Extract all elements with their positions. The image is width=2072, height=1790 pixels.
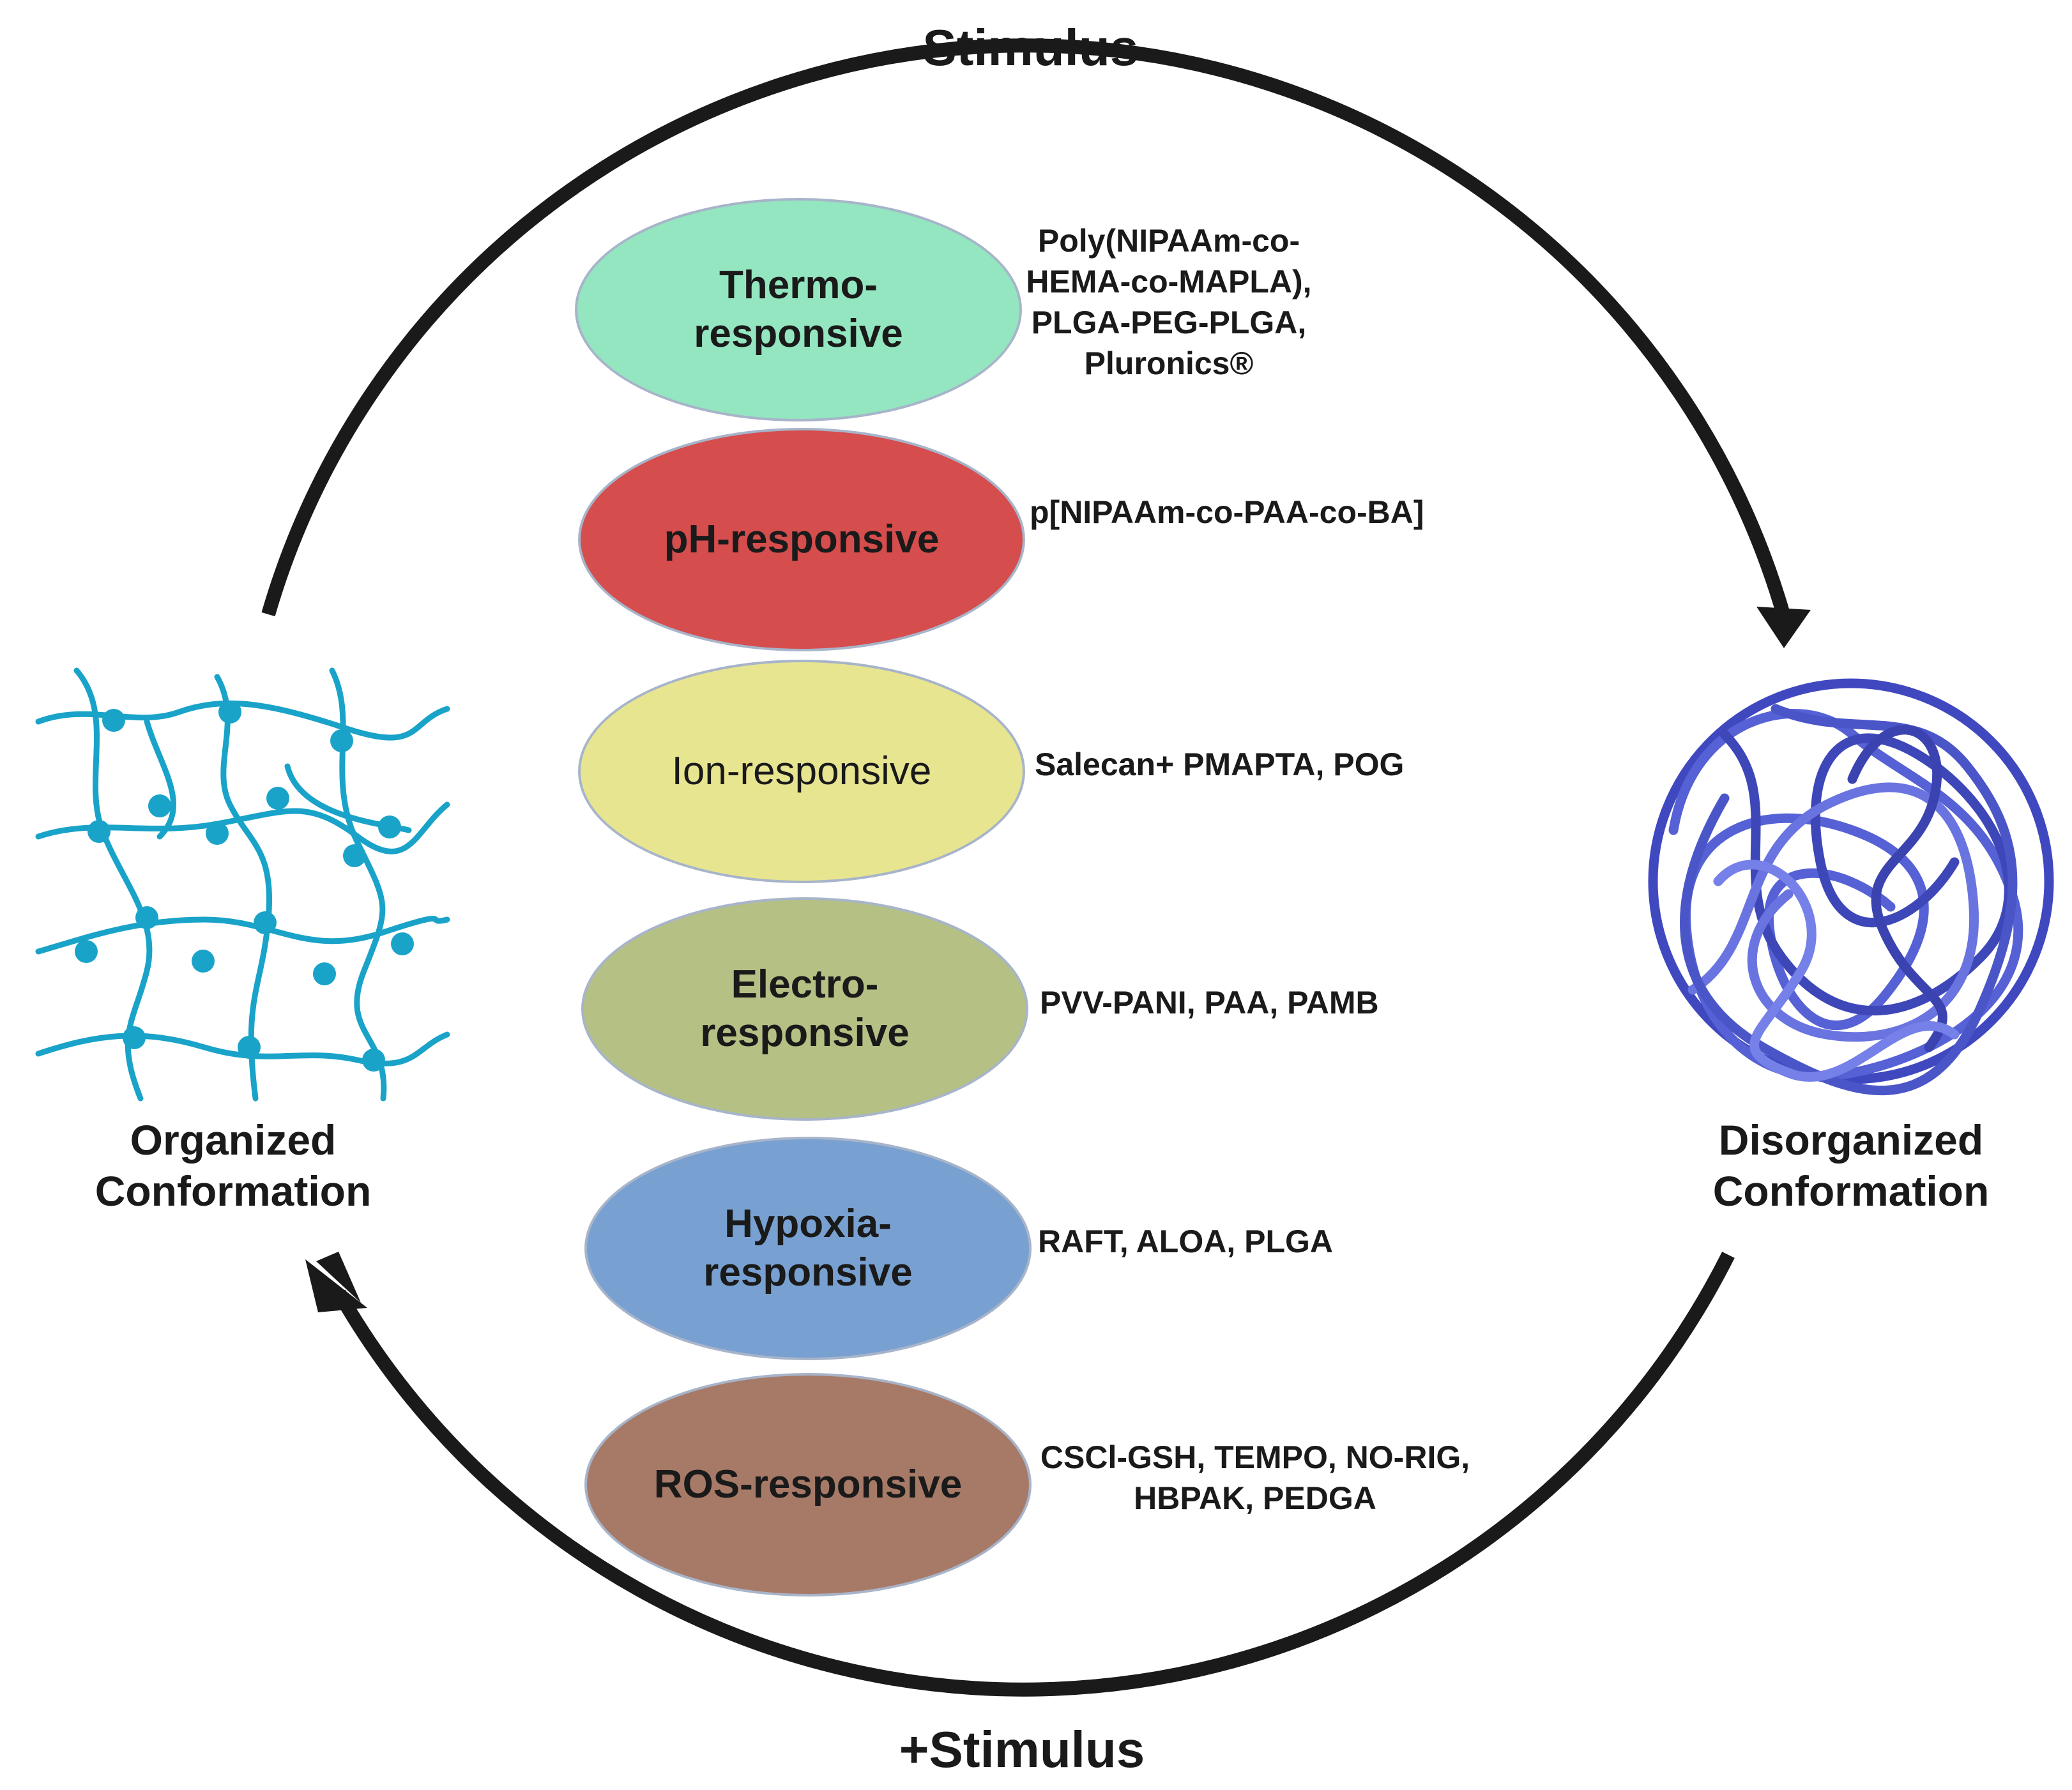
- organized-conformation-label: Organized Conformation: [95, 1116, 372, 1215]
- ros-responsive-label: ROS-responsive: [653, 1462, 963, 1506]
- plus-stimulus-label: +Stimulus: [899, 1721, 1145, 1778]
- electro-responsive-oval: Electro- responsive: [581, 897, 1028, 1121]
- upper-cycle-arc: [261, 38, 1791, 619]
- ph-examples: p[NIPAAm-co-PAA-co-BA]: [1030, 494, 1424, 530]
- ion-examples: Salecan+ PMAPTA, POG: [1035, 747, 1405, 782]
- ion-responsive-oval: Ion-responsive: [578, 660, 1025, 883]
- hypoxia-responsive-oval: Hypoxia- responsive: [584, 1137, 1032, 1360]
- ros-responsive-oval: ROS-responsive: [584, 1373, 1032, 1597]
- ion-responsive-label: Ion-responsive: [671, 749, 932, 793]
- thermo-responsive-oval: Thermo- responsive: [575, 198, 1022, 421]
- thermo-examples: Poly(NIPAAm-co- HEMA-co-MAPLA), PLGA-PEG…: [1026, 223, 1312, 381]
- thermo-responsive-label: Thermo- responsive: [694, 263, 903, 356]
- hypoxia-examples: RAFT, ALOA, PLGA: [1038, 1224, 1334, 1259]
- lower-cycle-arc: [333, 1252, 1735, 1697]
- ph-responsive-label: pH-responsive: [664, 517, 940, 561]
- electro-responsive-label: Electro- responsive: [700, 962, 910, 1055]
- minus-stimulus-label: -Stimulus: [905, 19, 1139, 76]
- lower-arrowhead-icon: [316, 1252, 361, 1303]
- disorganized-conformation-label: Disorganized Conformation: [1712, 1116, 1990, 1215]
- electro-examples: PVV-PANI, PAA, PAMB: [1040, 985, 1379, 1020]
- ph-responsive-oval: pH-responsive: [578, 428, 1025, 651]
- upper-arrowhead-icon: [1756, 607, 1811, 648]
- ros-examples: CSCl-GSH, TEMPO, NO-RIG, HBPAK, PEDGA: [1040, 1439, 1470, 1516]
- hypoxia-responsive-label: Hypoxia- responsive: [703, 1202, 913, 1294]
